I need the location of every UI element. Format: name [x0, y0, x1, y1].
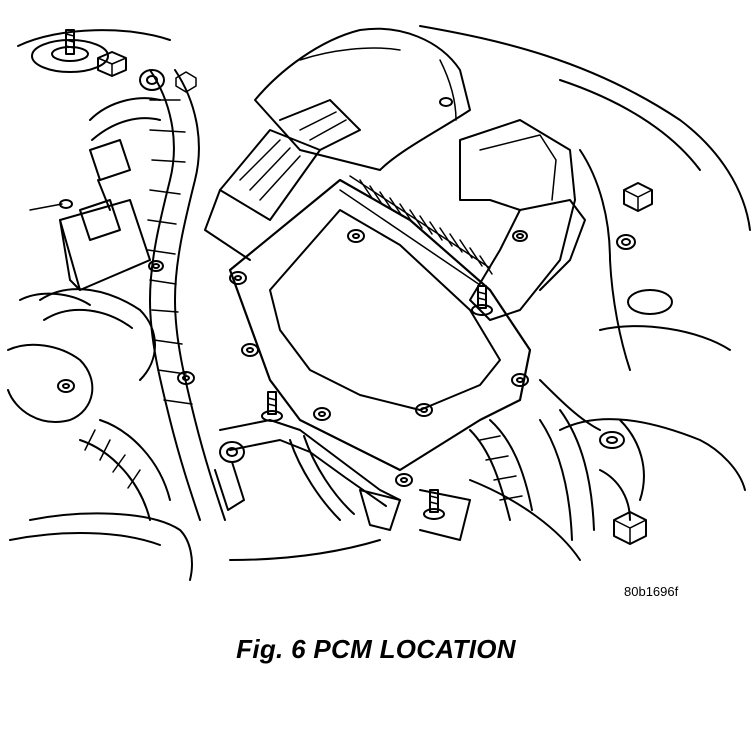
- lower-bracket-and-cables: [215, 410, 594, 540]
- figure-reference-code: 80b1696f: [624, 584, 679, 599]
- washer-right: [617, 235, 635, 249]
- hex-nut-right-lower: [614, 512, 646, 544]
- studs: [262, 286, 492, 519]
- pcm-mounting-bracket: [460, 120, 585, 320]
- figure-caption: Fig. 6 PCM LOCATION: [236, 634, 516, 664]
- hex-nut-right-upper: [624, 183, 652, 211]
- harness-connector-left: [30, 140, 150, 290]
- wiring-harness-left: [40, 70, 225, 520]
- pcm-location-illustration: [0, 0, 752, 600]
- engine-bay-background: [8, 26, 750, 580]
- right-body-panel: [540, 150, 672, 520]
- hex-nut-top-left: [98, 52, 126, 76]
- pcm-module: [230, 176, 530, 470]
- strut-mount-stud: [32, 30, 108, 72]
- air-cleaner-housing: [255, 29, 470, 170]
- ground-eyelet: [140, 70, 196, 92]
- mounting-bolts: [58, 230, 528, 486]
- pcm-connectors: [205, 100, 360, 260]
